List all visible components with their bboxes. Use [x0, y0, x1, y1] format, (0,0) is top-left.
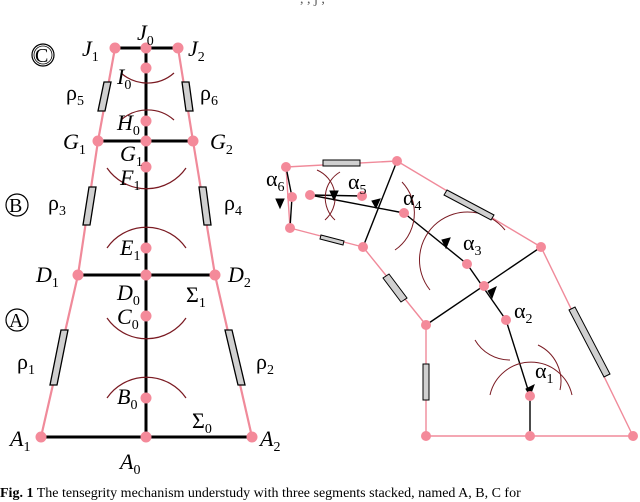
node-A0 — [140, 431, 152, 443]
label-D0: D0 — [116, 280, 140, 309]
nodes — [35, 42, 258, 443]
node-H0 — [140, 115, 152, 127]
label-G1-center: G1 — [120, 141, 143, 170]
right-arcs — [316, 169, 573, 396]
joint-arcs — [106, 72, 187, 399]
node-F1 — [140, 161, 152, 173]
label-alpha2: α2 — [514, 298, 533, 327]
label-rho5: ρ5 — [66, 80, 84, 109]
caption-label: Fig. 1 — [0, 486, 34, 501]
node-G2 — [187, 135, 199, 147]
label-G2: G2 — [210, 129, 233, 158]
label-rho3: ρ3 — [48, 190, 66, 219]
label-alpha5: α5 — [348, 169, 367, 198]
label-rho1: ρ1 — [17, 349, 35, 378]
label-alpha3: α3 — [463, 230, 482, 259]
right-springs — [319, 159, 611, 401]
label-alpha1: α1 — [535, 358, 554, 387]
side-cables — [39, 47, 254, 438]
left-diagram: C B A J1 J0 J2 I0 H0 G1 G2 G1 F1 E1 D1 D… — [5, 20, 280, 478]
label-rho6: ρ6 — [200, 80, 218, 109]
label-sigma1: Σ1 — [186, 282, 206, 311]
label-alpha4: α4 — [403, 185, 422, 214]
frame-labels: Σ1 Σ0 — [186, 282, 212, 437]
segment-b-label: B — [9, 195, 22, 217]
bars — [41, 46, 252, 439]
node-I0 — [140, 62, 152, 74]
node-A2 — [246, 431, 258, 443]
node-J1 — [109, 42, 121, 54]
label-alpha6: α6 — [266, 166, 285, 195]
node-D0 — [140, 269, 152, 281]
springs — [49, 81, 246, 386]
label-F1: F1 — [119, 165, 140, 194]
node-C0 — [140, 310, 152, 322]
node-G1 — [92, 135, 104, 147]
label-G1: G1 — [63, 129, 86, 158]
label-rho4: ρ4 — [224, 190, 242, 219]
angle-markers — [275, 190, 535, 398]
label-A0: A0 — [118, 449, 140, 478]
label-J2: J2 — [188, 36, 205, 65]
node-B0 — [140, 392, 152, 404]
node-D2 — [209, 269, 221, 281]
node-A1 — [35, 431, 47, 443]
node-J2 — [172, 42, 184, 54]
figure-caption: Fig. 1 The tensegrity mechanism understu… — [0, 486, 640, 502]
angle-labels: α1 α2 α3 α4 α5 α6 — [266, 166, 554, 387]
label-rho2: ρ2 — [256, 349, 274, 378]
header-fragment: , , j , — [300, 0, 325, 8]
right-nodes — [281, 156, 638, 441]
node-E1 — [140, 242, 152, 254]
label-A1: A1 — [8, 426, 30, 455]
node-labels: J1 J0 J2 I0 H0 G1 G2 G1 F1 E1 D1 D2 D0 C… — [8, 20, 280, 478]
label-A2: A2 — [258, 426, 280, 455]
label-C0: C0 — [117, 304, 139, 333]
node-G0 — [140, 135, 152, 147]
segment-c-label: C — [35, 45, 48, 67]
label-D1: D1 — [35, 262, 59, 291]
node-J0 — [140, 42, 152, 54]
label-D2: D2 — [227, 262, 251, 291]
segment-a-label: A — [9, 310, 24, 332]
caption-text: The tensegrity mechanism understudy with… — [36, 486, 521, 501]
node-D1 — [72, 269, 84, 281]
spring-labels: ρ5 ρ6 ρ3 ρ4 ρ1 ρ2 — [17, 80, 274, 378]
label-E1: E1 — [119, 235, 140, 264]
label-sigma0: Σ0 — [192, 408, 212, 437]
label-H0: H0 — [116, 110, 140, 139]
label-I0: I0 — [116, 64, 131, 93]
segment-markers: C B A — [5, 43, 55, 332]
label-J0: J0 — [137, 20, 154, 49]
right-diagram: α1 α2 α3 α4 α5 α6 — [266, 156, 638, 441]
label-J1: J1 — [82, 36, 99, 65]
label-B0: B0 — [117, 384, 137, 413]
